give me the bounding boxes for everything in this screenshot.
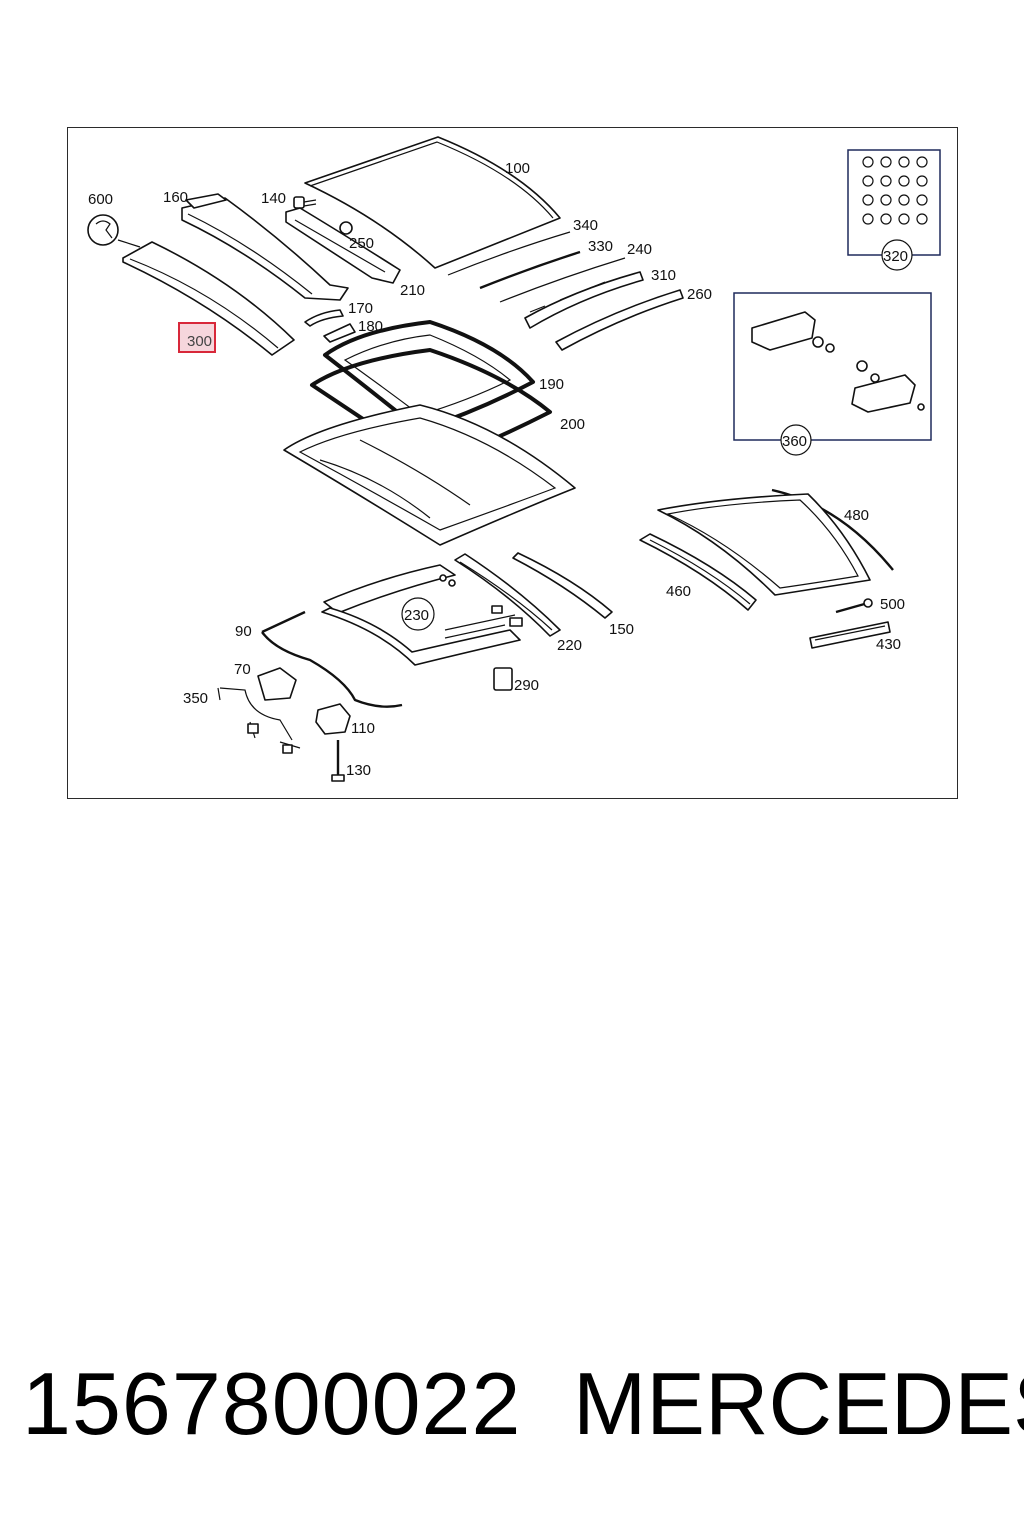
label-350: 350 [183, 690, 208, 707]
part-340-seal-strip [447, 231, 571, 276]
footer: 1567800022 MERCEDES [0, 1360, 1024, 1480]
part-290-module [493, 667, 513, 691]
label-430: 430 [876, 636, 901, 653]
label-310: 310 [651, 267, 676, 284]
part-300-shade-panel [122, 241, 295, 356]
label-190: 190 [539, 376, 564, 393]
label-360: 360 [782, 433, 807, 450]
brand-name: MERCEDES [573, 1354, 1024, 1453]
glass-panel-assembly [657, 493, 871, 596]
part-600-tool-icon [87, 214, 141, 248]
label-200: 200 [560, 416, 585, 433]
label-250: 250 [349, 235, 374, 252]
part-330-seal-strip [479, 250, 581, 290]
label-340: 340 [573, 217, 598, 234]
inset-360-carriage [733, 292, 932, 456]
label-70: 70 [234, 661, 251, 678]
part-310-rail [524, 271, 644, 329]
part-70-motor [257, 667, 297, 701]
label-240: 240 [627, 241, 652, 258]
label-140: 140 [261, 190, 286, 207]
label-180: 180 [358, 318, 383, 335]
label-230: 230 [404, 607, 429, 624]
part-500-pin [835, 598, 873, 614]
part-90-cable [261, 610, 403, 708]
part-160-rear-frame [181, 193, 349, 301]
highlight-box-300 [178, 322, 216, 353]
label-130: 130 [346, 762, 371, 779]
label-330: 330 [588, 238, 613, 255]
part-180-clip [323, 323, 356, 343]
label-320: 320 [883, 248, 908, 265]
part-430-bar [809, 621, 891, 649]
part-240-seal-strip [499, 257, 626, 303]
label-290: 290 [514, 677, 539, 694]
part-labels: 100 600 160 140 250 210 340 330 240 310 … [88, 160, 908, 779]
label-100: 100 [505, 160, 530, 177]
part-460-deflector [639, 533, 757, 611]
label-160: 160 [163, 189, 188, 206]
label-170: 170 [348, 300, 373, 317]
label-220: 220 [557, 637, 582, 654]
part-220-rail [454, 553, 561, 637]
part-100-roof-panel [304, 136, 561, 269]
part-170-clip [304, 309, 344, 327]
label-300: 300 [187, 333, 212, 350]
label-110: 110 [351, 720, 375, 737]
roof-frame-base [283, 404, 576, 546]
label-210: 210 [400, 282, 425, 299]
label-600: 600 [88, 191, 113, 208]
label-500: 500 [880, 596, 905, 613]
part-480-seal [771, 488, 894, 571]
part-number: 1567800022 [22, 1354, 522, 1453]
label-150: 150 [609, 621, 634, 638]
part-210-front-frame [285, 207, 401, 284]
part-150-rail [512, 552, 613, 619]
part-230-shade [321, 564, 523, 666]
label-90: 90 [235, 623, 252, 640]
label-460: 460 [666, 583, 691, 600]
part-260-rail [555, 289, 684, 351]
part-350-harness [217, 687, 301, 754]
label-480: 480 [844, 507, 869, 524]
part-140-bolt [293, 196, 317, 209]
part-130-bolt [331, 740, 345, 782]
inset-320-grommets [847, 149, 941, 271]
part-190-frame [323, 320, 535, 432]
label-260: 260 [687, 286, 712, 303]
part-110-motor [315, 703, 351, 735]
